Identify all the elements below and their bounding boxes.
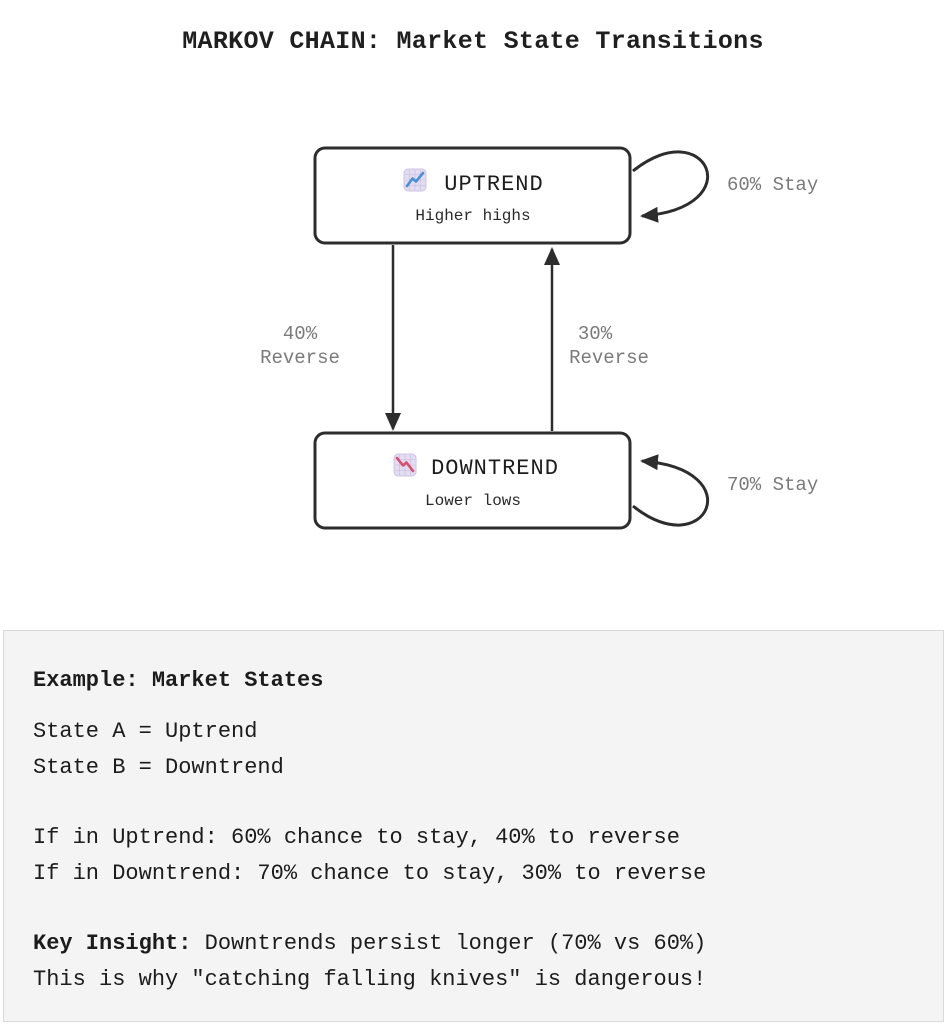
downtrend-to-uptrend-label: Reverse	[569, 347, 649, 369]
uptrend-state-sublabel: Higher highs	[415, 207, 530, 225]
uptrend-self-loop-arrow	[632, 150, 710, 223]
key-insight-label: Key Insight:	[33, 931, 192, 956]
key-insight-text: Downtrends persist longer (70% vs 60%)	[204, 931, 707, 956]
uptrend-to-downtrend-label: Reverse	[260, 347, 340, 369]
downtrend-self-loop-arrow	[632, 454, 710, 527]
downtrend-rule: If in Downtrend: 70% chance to stay, 30%…	[33, 861, 707, 886]
uptrend-state-label: UPTREND	[444, 172, 543, 197]
warning-line: This is why "catching falling knives" is…	[33, 967, 707, 992]
key-insight-line: Key Insight: Downtrends persist longer (…	[33, 926, 923, 962]
uptrend-to-downtrend-percent: 40%	[283, 323, 318, 345]
state-b-definition: State B = Downtrend	[33, 755, 284, 780]
diagram-canvas: MARKOV CHAIN: Market State Transitions U…	[182, 27, 818, 530]
downtrend-stay-label: 70% Stay	[727, 474, 818, 496]
downtrend-to-uptrend-percent: 30%	[578, 323, 613, 345]
chart-increasing-icon	[403, 168, 427, 192]
panel-heading: Example: Market States	[33, 668, 324, 693]
uptrend-state-box	[313, 146, 632, 245]
example-panel: Example: Market States State A = Uptrend…	[3, 630, 944, 1022]
uptrend-stay-label: 60% Stay	[727, 174, 818, 196]
state-a-definition: State A = Uptrend	[33, 719, 258, 744]
downtrend-state-label: DOWNTREND	[431, 456, 559, 481]
markov-chain-diagram: MARKOV CHAIN: Market State Transitions U…	[182, 27, 818, 530]
chart-decreasing-icon	[393, 453, 417, 477]
uptrend-rule: If in Uptrend: 60% chance to stay, 40% t…	[33, 825, 680, 850]
downtrend-state-sublabel: Lower lows	[425, 492, 521, 510]
diagram-title: MARKOV CHAIN: Market State Transitions	[182, 27, 764, 56]
